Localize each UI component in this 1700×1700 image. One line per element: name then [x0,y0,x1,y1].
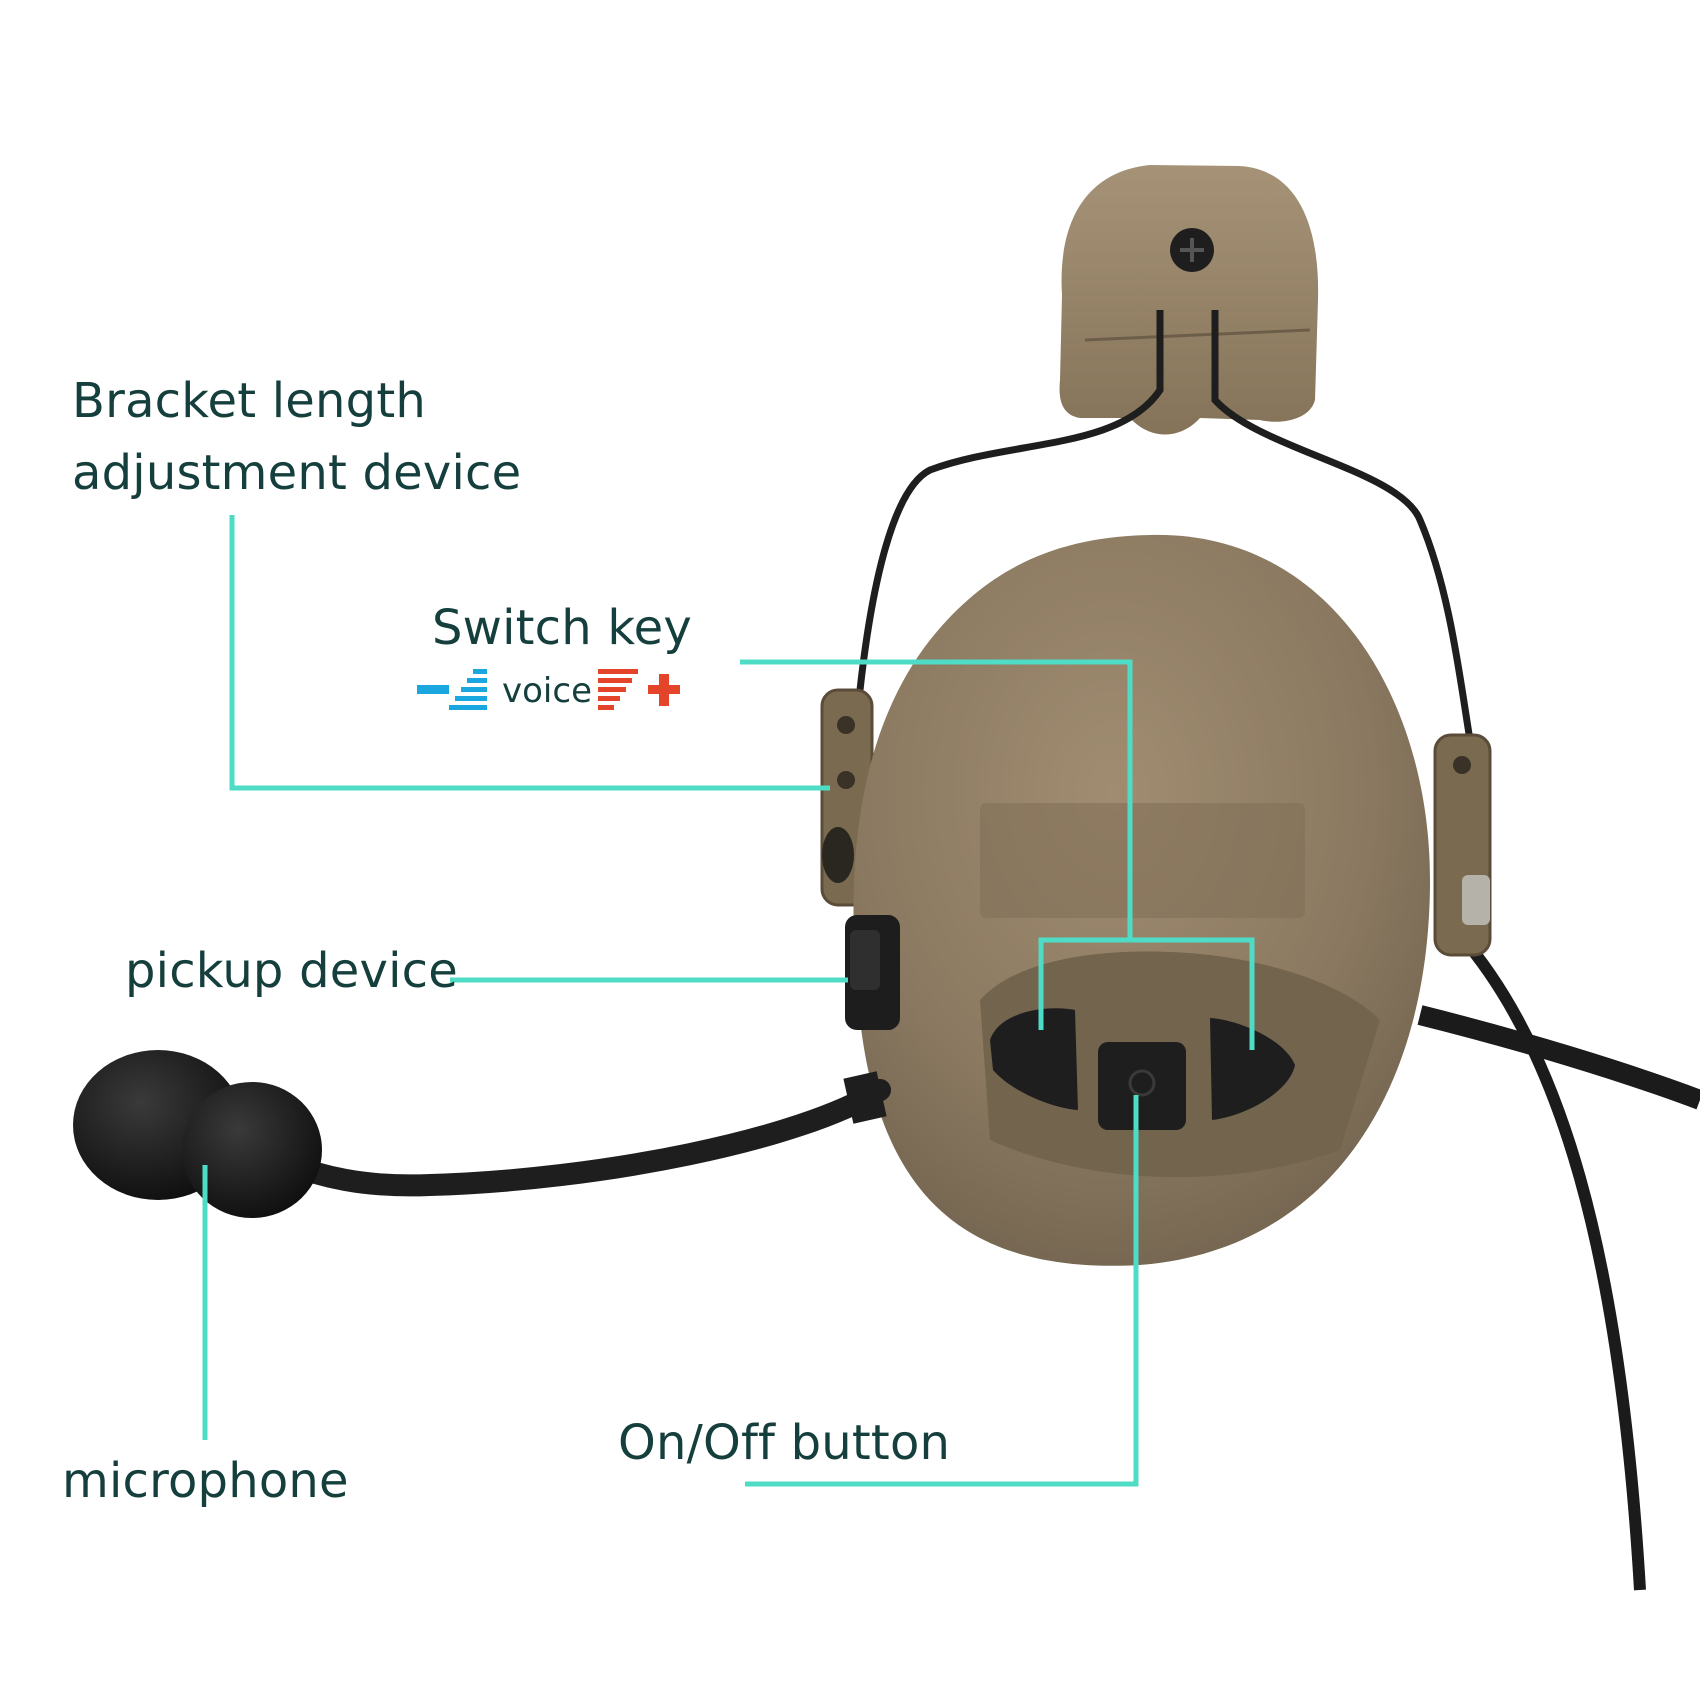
plus-button[interactable] [1210,1018,1295,1120]
onoff-label: On/Off button [618,1415,951,1471]
leader-switch-minus [1038,937,1255,1050]
microphone-label: microphone [62,1453,349,1509]
switch-key-label: Switch key [432,600,692,656]
volume-up-icon [598,669,680,710]
power-button[interactable] [1098,1042,1186,1130]
label-plate [980,803,1305,918]
bracket-label-line2: adjustment device [72,445,522,501]
microphone-foam [73,1050,322,1218]
mic-boom [279,1079,891,1197]
leader-switch-key [740,659,1133,940]
headband-wire [856,310,1474,741]
bracket-label-line1: Bracket length [72,373,426,429]
headset-illustration [73,165,1700,1591]
leader-onoff [745,1095,1139,1487]
voice-label: voice [502,671,592,711]
cable-outer [1417,1005,1700,1110]
leader-bracket [229,515,830,791]
pickup-device-part [845,915,900,1030]
power-icon [1128,1069,1156,1097]
volume-down-icon [417,669,487,710]
minus-button[interactable] [990,1008,1078,1110]
bracket-right [1433,733,1492,957]
leader-lines [202,515,1255,1487]
cable [1455,931,1646,1591]
pickup-label: pickup device [125,943,458,999]
helmet-mount [1059,165,1319,435]
